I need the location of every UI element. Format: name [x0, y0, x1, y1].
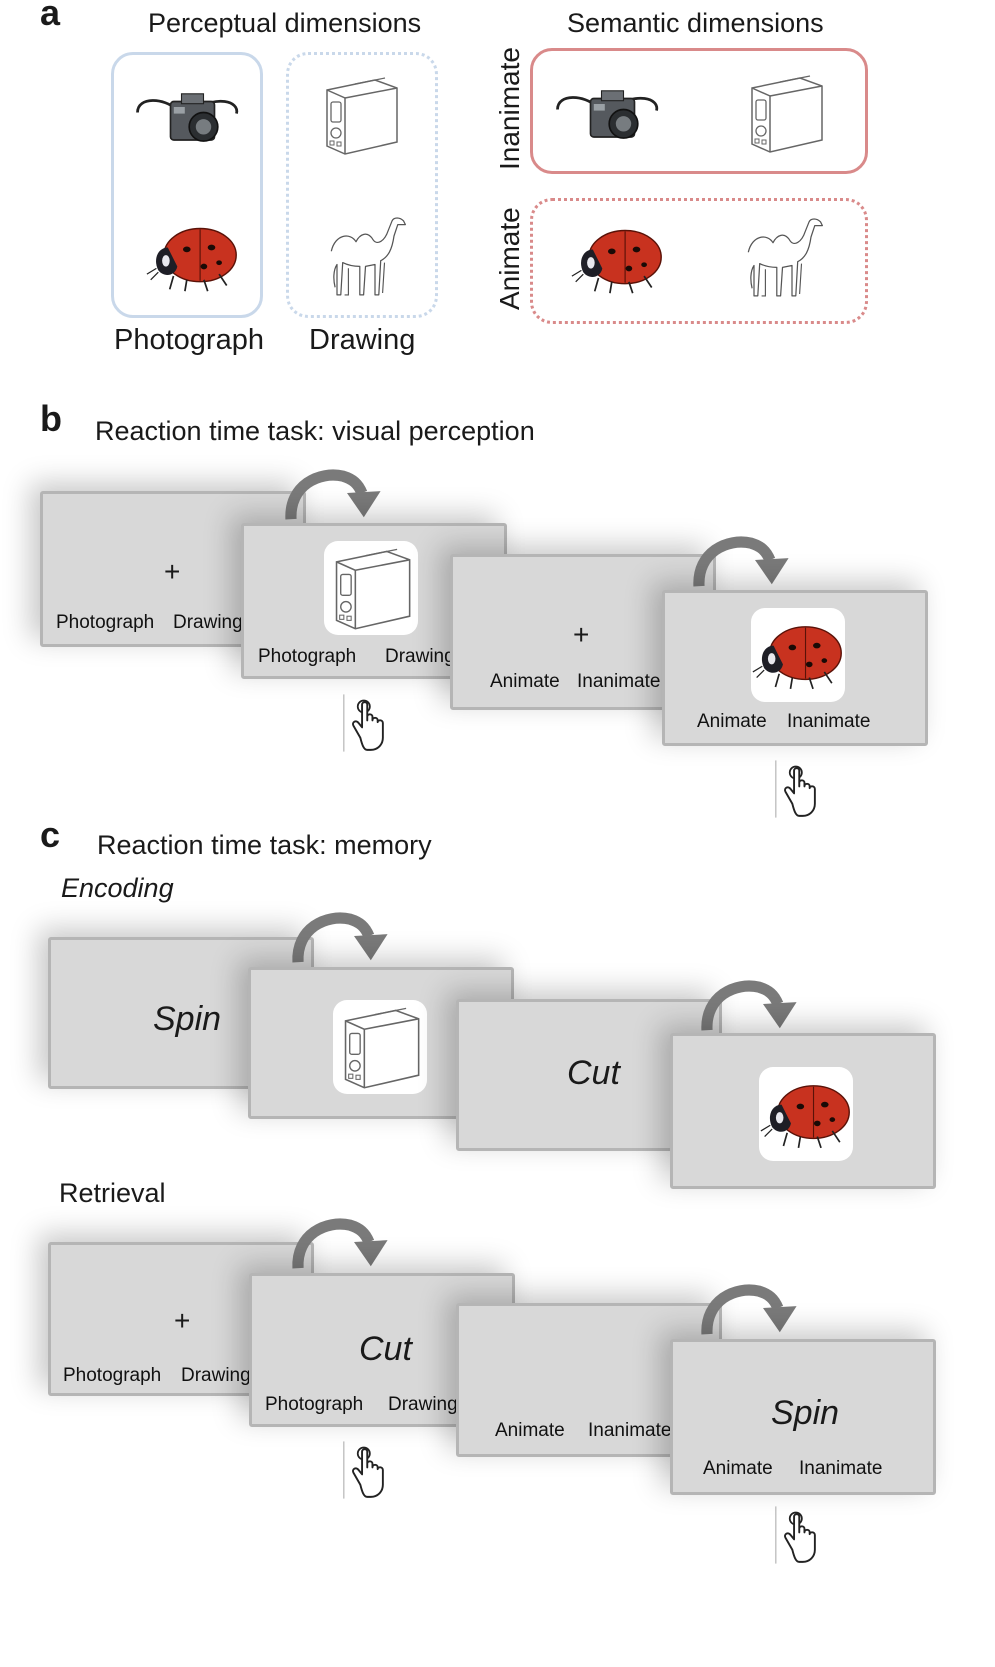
- encoding-label: Encoding: [61, 873, 174, 903]
- camera-icon: [132, 85, 242, 151]
- curved-arrow-icon: [688, 532, 794, 588]
- inanimate-group-box: [530, 48, 868, 174]
- camel-icon: [735, 206, 830, 306]
- panel-b-label: b: [40, 398, 62, 439]
- hand-pointer-icon: [343, 690, 395, 756]
- option-right-label: Inanimate: [787, 711, 871, 732]
- camera-icon: [552, 82, 662, 148]
- animate-group-box: [530, 198, 868, 324]
- photograph-group-box: [111, 52, 263, 318]
- retrieval-label: Retrieval: [59, 1178, 166, 1208]
- toaster-icon: [333, 1000, 427, 1094]
- photograph-label: Photograph: [114, 324, 264, 356]
- fixation-cross: +: [573, 619, 590, 650]
- screen-stimulus-semantic: Animate Inanimate: [662, 590, 928, 746]
- semantic-title: Semantic dimensions: [567, 8, 824, 38]
- option-left-label: Photograph: [258, 646, 357, 667]
- ladybug-icon: [751, 608, 845, 702]
- screen-encoding-image: [670, 1033, 936, 1189]
- ladybug-icon: [570, 220, 665, 298]
- option-right-label: Inanimate: [588, 1420, 672, 1441]
- option-left-label: Photograph: [56, 612, 155, 633]
- cue-word: Cut: [359, 1330, 412, 1368]
- drawing-group-box: [286, 52, 438, 318]
- option-left-label: Photograph: [63, 1365, 162, 1386]
- option-left-label: Animate: [703, 1458, 773, 1479]
- curved-arrow-icon: [696, 976, 802, 1032]
- animate-axis-label: Animate: [494, 207, 525, 310]
- hand-pointer-icon: [343, 1437, 395, 1503]
- panel-c-title: Reaction time task: memory: [97, 830, 432, 860]
- fixation-cross: +: [164, 556, 181, 587]
- screen-retrieval-word: Spin Animate Inanimate: [670, 1339, 936, 1495]
- option-right-label: Drawing: [388, 1394, 458, 1415]
- toaster-tile: [324, 541, 418, 635]
- perceptual-title: Perceptual dimensions: [148, 8, 422, 38]
- option-right-label: Inanimate: [577, 671, 661, 692]
- curved-arrow-icon: [280, 465, 386, 521]
- cue-word: Spin: [771, 1394, 840, 1432]
- option-left-label: Photograph: [265, 1394, 364, 1415]
- option-right-label: Drawing: [181, 1365, 251, 1386]
- panel-b-title: Reaction time task: visual perception: [95, 416, 535, 446]
- toaster-icon: [735, 68, 835, 158]
- option-right-label: Drawing: [385, 646, 455, 667]
- inanimate-axis-label: Inanimate: [494, 47, 525, 170]
- fixation-cross: +: [174, 1305, 191, 1336]
- curved-arrow-icon: [696, 1280, 802, 1336]
- ladybug-icon: [145, 218, 240, 296]
- cue-word: Spin: [153, 1000, 222, 1038]
- curved-arrow-icon: [287, 1214, 393, 1270]
- toaster-tile: [333, 1000, 427, 1094]
- ladybug-icon: [759, 1067, 853, 1161]
- option-left-label: Animate: [490, 671, 560, 692]
- toaster-icon: [324, 541, 418, 635]
- hand-pointer-icon: [775, 1502, 827, 1568]
- option-left-label: Animate: [495, 1420, 565, 1441]
- camel-icon: [318, 205, 413, 305]
- ladybug-tile: [751, 608, 845, 702]
- drawing-label: Drawing: [309, 324, 416, 356]
- panel-c-label: c: [40, 814, 61, 855]
- curved-arrow-icon: [287, 908, 393, 964]
- option-right-label: Inanimate: [799, 1458, 883, 1479]
- cue-word: Cut: [567, 1054, 620, 1092]
- panel-a-label: a: [40, 0, 61, 33]
- ladybug-tile: [759, 1067, 853, 1161]
- option-left-label: Animate: [697, 711, 767, 732]
- option-right-label: Drawing: [173, 612, 243, 633]
- hand-pointer-icon: [775, 756, 827, 822]
- toaster-icon: [310, 70, 410, 160]
